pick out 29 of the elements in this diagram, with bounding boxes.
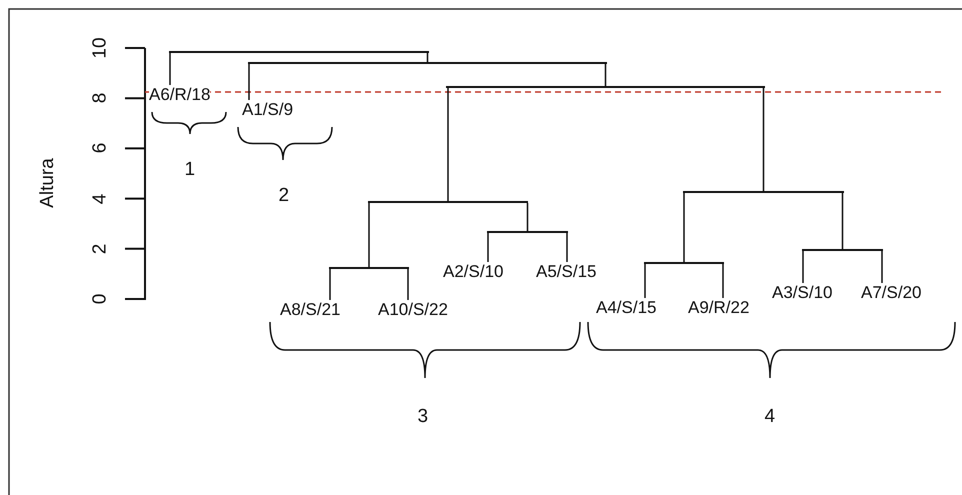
dendrogram-branch (329, 269, 331, 302)
tick-label: 2 (88, 244, 111, 254)
dendrogram-branch (248, 64, 250, 102)
tick-label: 6 (88, 142, 111, 154)
dendrogram-branch (644, 264, 646, 300)
dendrogram-branch (683, 193, 685, 262)
dendrogram-branch (842, 193, 844, 249)
tick-label: 8 (88, 92, 111, 104)
dendrogram-branch (447, 88, 449, 201)
dendrogram-branch (881, 251, 883, 285)
cluster-number: 3 (418, 406, 428, 428)
dendrogram-branch (426, 53, 428, 62)
dendrogram-branch (169, 53, 171, 87)
cluster-number: 4 (764, 406, 776, 428)
dendrogram-branch (802, 251, 804, 285)
cluster-number: 2 (278, 185, 290, 207)
dendrogram-branch (722, 264, 724, 300)
axis-title: Altura (36, 158, 59, 208)
dendrogram-branch (526, 203, 528, 231)
dendrogram-branch (487, 233, 489, 264)
dendrogram-branch (368, 203, 370, 267)
cluster-number: 1 (184, 159, 196, 181)
tick-label: 4 (88, 194, 111, 204)
dendrogram-branch (407, 269, 409, 302)
dendrogram-branch (604, 64, 606, 86)
tick-label: 10 (89, 37, 112, 59)
dendrogram-branch (566, 233, 568, 264)
dendrogram-branch (762, 88, 764, 191)
tick-label: 0 (88, 294, 111, 304)
